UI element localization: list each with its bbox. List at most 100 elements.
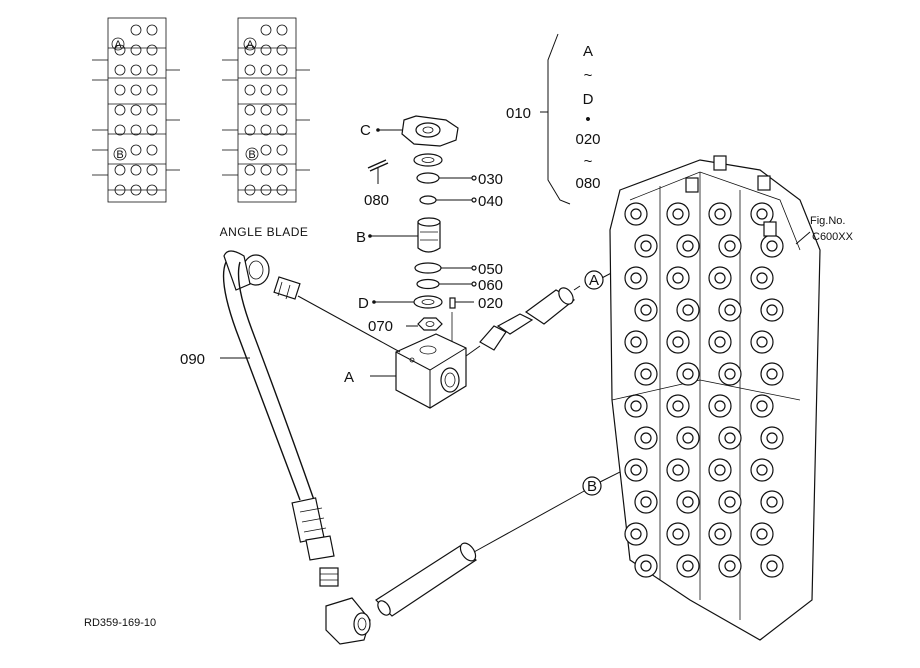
part-090-hose: 090 bbox=[180, 250, 371, 645]
schematic-circle bbox=[276, 184, 288, 196]
schematic-circle bbox=[724, 368, 736, 380]
part-020-label: 020 bbox=[478, 295, 503, 312]
schematic-circle bbox=[640, 432, 652, 444]
schematic-circle bbox=[756, 208, 768, 220]
fig-no-label: Fig.No. bbox=[810, 215, 845, 227]
schematic-circle bbox=[766, 432, 778, 444]
range-tilde-2: ~ bbox=[584, 153, 593, 170]
schematic-circle bbox=[724, 432, 736, 444]
schematic-circle bbox=[766, 560, 778, 572]
schematic-circle bbox=[276, 24, 288, 36]
part-c: C bbox=[360, 115, 459, 147]
schematic-circle bbox=[114, 44, 126, 56]
schematic-circle bbox=[766, 304, 778, 316]
schematic-circle bbox=[260, 84, 272, 96]
range-a-label: A bbox=[583, 43, 593, 60]
fitting-upper-left bbox=[273, 276, 301, 300]
part-030-label: 030 bbox=[478, 171, 503, 188]
schematic-circle bbox=[756, 528, 768, 540]
schematic-circle bbox=[640, 560, 652, 572]
schematic-circle bbox=[672, 272, 684, 284]
schematic-circle bbox=[130, 24, 142, 36]
schematic-circle bbox=[276, 44, 288, 56]
schematic-circle bbox=[640, 368, 652, 380]
part-040-label: 040 bbox=[478, 193, 503, 210]
schematic-circle bbox=[766, 368, 778, 380]
schematic-circle bbox=[276, 164, 288, 176]
schematic-circle bbox=[276, 64, 288, 76]
range-080-label: 080 bbox=[575, 175, 600, 192]
schematic-circle bbox=[756, 336, 768, 348]
schematic-circle bbox=[146, 124, 158, 136]
part-d: D bbox=[358, 295, 443, 312]
schematic-circle bbox=[260, 144, 272, 156]
schematic-circle bbox=[244, 164, 256, 176]
range-d-label: D bbox=[583, 91, 594, 108]
schematic-circle bbox=[114, 124, 126, 136]
schematic-circle bbox=[114, 84, 126, 96]
schematic-circle bbox=[276, 104, 288, 116]
part-090-label: 090 bbox=[180, 351, 205, 368]
mini-label-b-left: B bbox=[116, 149, 123, 161]
range-dot: • bbox=[585, 111, 590, 128]
schematic-circle bbox=[130, 84, 142, 96]
pipe-lower: B bbox=[375, 461, 641, 617]
schematic-circle bbox=[260, 104, 272, 116]
schematic-circle bbox=[114, 184, 126, 196]
schematic-circle bbox=[724, 560, 736, 572]
schematic-circle bbox=[682, 432, 694, 444]
schematic-circle bbox=[146, 84, 158, 96]
schematic-circle bbox=[130, 144, 142, 156]
schematic-circle bbox=[244, 84, 256, 96]
schematic-circle bbox=[146, 24, 158, 36]
schematic-circle bbox=[630, 464, 642, 476]
schematic-circle bbox=[640, 240, 652, 252]
schematic-circle bbox=[146, 64, 158, 76]
schematic-circle bbox=[630, 272, 642, 284]
part-080: 080 bbox=[364, 159, 389, 209]
part-b: B bbox=[356, 217, 441, 253]
exploded-stack: C 080 030 040 B bbox=[356, 115, 503, 354]
mini-label-a-left: A bbox=[114, 39, 122, 51]
schematic-circle bbox=[244, 64, 256, 76]
schematic-circle bbox=[714, 400, 726, 412]
schematic-circle bbox=[714, 464, 726, 476]
callout-b: B bbox=[356, 229, 366, 246]
schematic-circle bbox=[146, 164, 158, 176]
schematic-circle bbox=[682, 496, 694, 508]
range-bracket: 010 A ~ D • 020 ~ 080 bbox=[506, 33, 601, 205]
schematic-circle bbox=[130, 44, 142, 56]
mini-label-a-right: A bbox=[246, 39, 254, 51]
schematic-circle bbox=[276, 84, 288, 96]
part-070: 070 bbox=[368, 317, 443, 335]
schematic-circle bbox=[260, 24, 272, 36]
schematic-circle bbox=[682, 304, 694, 316]
connector-b-circle: B bbox=[587, 478, 597, 495]
schematic-circle bbox=[146, 44, 158, 56]
part-060-label: 060 bbox=[478, 277, 503, 294]
schematic-circle bbox=[714, 336, 726, 348]
mini-label-b-right: B bbox=[248, 149, 255, 161]
schematic-circle bbox=[640, 496, 652, 508]
schematic-circle bbox=[672, 336, 684, 348]
pipe-upper: A bbox=[465, 257, 641, 357]
schematic-circle bbox=[682, 560, 694, 572]
schematic-circle bbox=[640, 304, 652, 316]
schematic-circle bbox=[756, 464, 768, 476]
schematic-circle bbox=[146, 104, 158, 116]
schematic-circle bbox=[130, 124, 142, 136]
callout-d: D bbox=[358, 295, 369, 312]
schematic-circle bbox=[724, 240, 736, 252]
drawing-reference: RD359-169-10 bbox=[84, 617, 156, 629]
part-070-label: 070 bbox=[368, 318, 393, 335]
schematic-circle bbox=[244, 184, 256, 196]
schematic-circle bbox=[114, 64, 126, 76]
schematic-circle bbox=[682, 368, 694, 380]
schematic-circle bbox=[672, 208, 684, 220]
schematic-circle bbox=[260, 44, 272, 56]
schematic-circle bbox=[114, 164, 126, 176]
schematic-circle bbox=[766, 240, 778, 252]
schematic-circle bbox=[244, 44, 256, 56]
part-010-label: 010 bbox=[506, 105, 531, 122]
